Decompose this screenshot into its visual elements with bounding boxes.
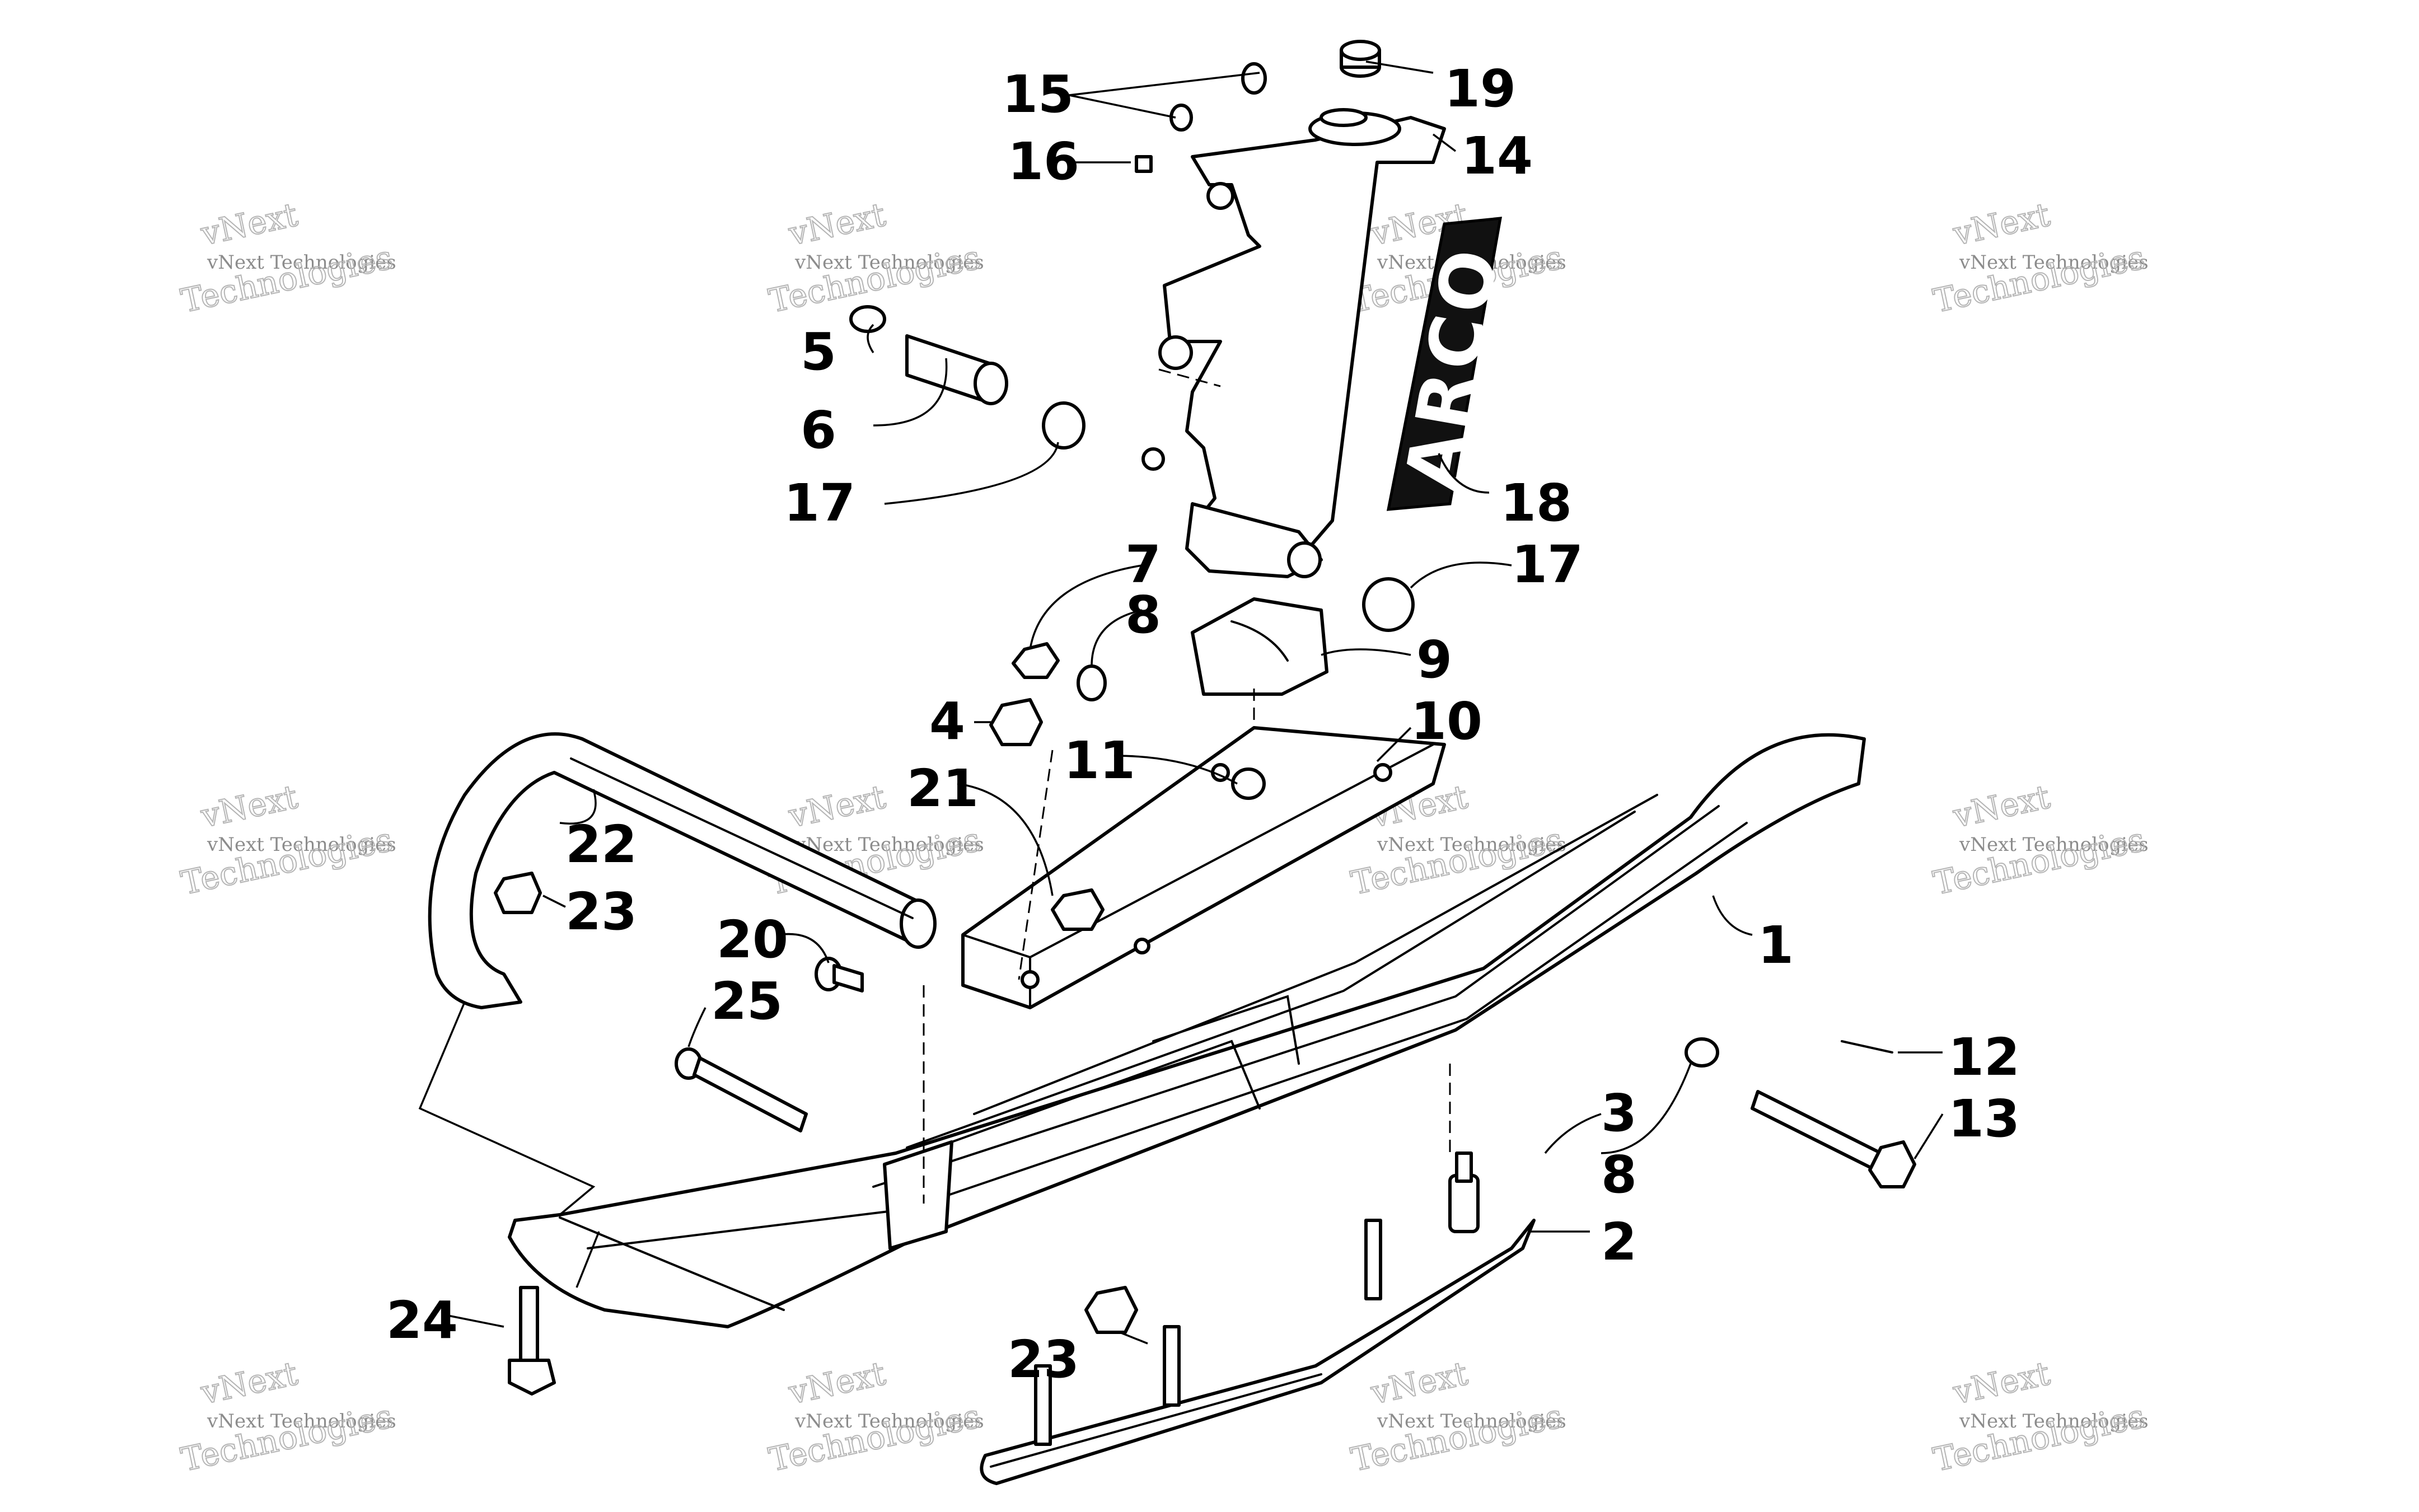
callout-3: 3	[1601, 1083, 1637, 1143]
bolt-13	[1751, 1090, 1916, 1188]
nut-23-upper	[494, 872, 542, 914]
watermark: vNext vNext Technologies Technologies	[1929, 1354, 2149, 1480]
callout-22: 22	[565, 814, 637, 874]
wear-bar	[980, 1219, 1536, 1485]
svg-text:vNext Technologies: vNext Technologies	[207, 251, 396, 274]
callout-20: 20	[717, 910, 788, 970]
svg-text:vNext: vNext	[197, 1354, 301, 1412]
washer-8-lower	[1685, 1037, 1719, 1068]
svg-text:vNext: vNext	[197, 778, 301, 835]
callout-6: 6	[801, 400, 836, 460]
svg-text:vNext: vNext	[1367, 1354, 1471, 1412]
watermark: vNext vNext Technologies Technologies	[177, 1354, 396, 1480]
watermark: vNext vNext Technologies Technologies	[177, 195, 396, 321]
svg-text:vNext: vNext	[785, 778, 888, 835]
stud	[1034, 1219, 1382, 1446]
callout-24: 24	[386, 1290, 458, 1350]
callout-23: 23	[1008, 1330, 1079, 1389]
callout-21: 21	[907, 759, 979, 818]
bolt-24	[508, 1286, 556, 1396]
bolt-25	[675, 1047, 808, 1132]
cap	[1340, 40, 1381, 78]
svg-text:vNext Technologies: vNext Technologies	[794, 251, 984, 274]
svg-text:vNext Technologies: vNext Technologies	[794, 834, 984, 856]
svg-text:vNext: vNext	[785, 195, 888, 253]
watermark: vNext vNext Technologies Technologies	[1347, 1354, 1566, 1480]
callout-25: 25	[711, 971, 783, 1031]
callout-17: 17	[784, 473, 855, 533]
bolt-20	[815, 957, 864, 993]
svg-text:vNext Technologies: vNext Technologies	[1959, 251, 2149, 274]
nut-21	[1051, 888, 1105, 931]
svg-text:vNext: vNext	[197, 195, 301, 253]
svg-text:vNext: vNext	[785, 1354, 888, 1412]
svg-text:vNext: vNext	[1949, 778, 2053, 835]
callout-12: 12	[1948, 1027, 2020, 1087]
ski	[508, 733, 1866, 1328]
svg-text:vNext Technologies: vNext Technologies	[794, 1410, 984, 1433]
grease-fitting-16	[1135, 155, 1153, 173]
cotter-pin-12	[1841, 1040, 1893, 1054]
washer-8	[1077, 664, 1107, 701]
callout-4: 4	[929, 691, 965, 751]
svg-text:vNext: vNext	[1949, 195, 2053, 253]
callout-11: 11	[1064, 731, 1135, 790]
callout-8: 8	[1601, 1145, 1637, 1205]
callout-7: 7	[1125, 535, 1161, 594]
bushing-5	[849, 305, 886, 333]
nut-7	[1012, 642, 1060, 679]
ski-saddle	[961, 726, 1446, 1009]
sleeve-6	[905, 334, 1008, 405]
callout-5: 5	[801, 322, 836, 382]
nut-23-lower	[1084, 1286, 1138, 1334]
svg-text:vNext Technologies: vNext Technologies	[207, 834, 396, 856]
callout-19: 19	[1444, 59, 1516, 119]
callout-23: 23	[565, 882, 637, 942]
watermark: vNext vNext Technologies Technologies	[1929, 195, 2149, 321]
watermark: vNext vNext Technologies Technologies	[1929, 777, 2149, 903]
callout-14: 14	[1461, 126, 1533, 186]
watermark: vNext vNext Technologies Technologies	[177, 777, 396, 903]
svg-text:vNext Technologies: vNext Technologies	[1377, 1410, 1566, 1433]
callout-9: 9	[1416, 630, 1452, 690]
callouts: 15 16 19 14 5 6 17 18 17 7 8 9 4 10 11 2…	[386, 59, 2020, 1389]
ski-loop	[428, 732, 937, 1009]
callout-16: 16	[1008, 132, 1079, 191]
callout-15: 15	[1002, 64, 1074, 124]
spacer-3	[1448, 1151, 1480, 1233]
callout-17: 17	[1512, 535, 1583, 594]
svg-text:vNext: vNext	[1949, 1354, 2053, 1412]
svg-text:vNext Technologies: vNext Technologies	[1377, 834, 1566, 856]
callout-18: 18	[1500, 473, 1572, 533]
svg-text:vNext Technologies: vNext Technologies	[1959, 834, 2149, 856]
callout-2: 2	[1601, 1212, 1637, 1272]
spindle	[1141, 108, 1446, 578]
callout-8: 8	[1125, 585, 1161, 645]
washer-11	[1231, 767, 1266, 800]
watermark: vNext vNext Technologies Technologies	[765, 1354, 984, 1480]
svg-text:vNext Technologies: vNext Technologies	[1959, 1410, 2149, 1433]
svg-text:vNext Technologies: vNext Technologies	[207, 1410, 396, 1433]
bushing-17-left	[1042, 401, 1085, 450]
callout-1: 1	[1758, 915, 1794, 975]
watermark: vNext vNext Technologies Technologies	[765, 195, 984, 321]
nut-4	[989, 698, 1043, 746]
leader-lines	[418, 60, 1944, 1345]
callout-10: 10	[1411, 691, 1482, 751]
bumper-9	[1191, 597, 1328, 696]
bushing-17-right	[1362, 577, 1415, 632]
callout-13: 13	[1948, 1089, 2020, 1149]
